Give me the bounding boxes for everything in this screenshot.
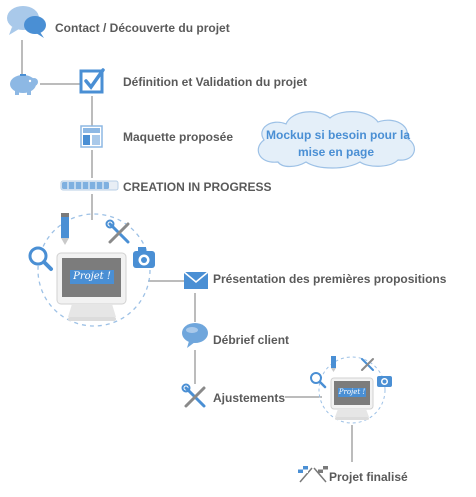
cloud-line-1: Mockup si besoin pour la <box>266 128 411 142</box>
creation-circle <box>37 213 151 327</box>
step-debrief-label: Débrief client <box>213 333 290 347</box>
small-monitor-icon <box>330 377 374 420</box>
small-creation-circle <box>318 356 386 424</box>
piggy-bank-icon <box>10 74 38 95</box>
connectors <box>21 40 353 462</box>
mockup-cloud <box>257 111 415 169</box>
camera-icon <box>133 247 155 268</box>
magnifier-icon <box>28 246 53 271</box>
pencil-icon <box>61 213 69 245</box>
step-creation-label: CREATION IN PROGRESS <box>123 180 272 194</box>
small-camera-icon <box>377 376 392 387</box>
step-ajustements-label: Ajustements <box>213 391 286 405</box>
small-monitor-label: Projet ! <box>338 388 366 396</box>
small-magnifier-icon <box>310 372 327 389</box>
monitor-icon <box>56 252 127 321</box>
step-maquette-label: Maquette proposée <box>123 130 234 144</box>
step-contact-label: Contact / Découverte du projet <box>55 21 230 35</box>
step-finalise-label: Projet finalisé <box>329 470 408 484</box>
step-definition-label: Définition et Validation du projet <box>123 75 308 89</box>
small-tools-icon <box>361 358 374 371</box>
tools-icon <box>105 219 130 244</box>
wrench-screwdriver-icon <box>181 383 206 408</box>
progress-bar-icon <box>60 180 119 191</box>
main-monitor-label: Projet ! <box>73 271 111 282</box>
envelope-icon <box>183 271 209 289</box>
checkbox-icon <box>79 68 105 94</box>
finish-flags-icon <box>298 466 328 483</box>
chat-bubbles-icon <box>7 6 46 38</box>
chat-bubble-icon <box>182 323 208 348</box>
cloud-line-2: mise en page <box>297 145 375 159</box>
layout-icon <box>80 125 103 148</box>
small-pencil-icon <box>331 356 336 372</box>
step-presentation-label: Présentation des premières propositions <box>213 272 447 286</box>
